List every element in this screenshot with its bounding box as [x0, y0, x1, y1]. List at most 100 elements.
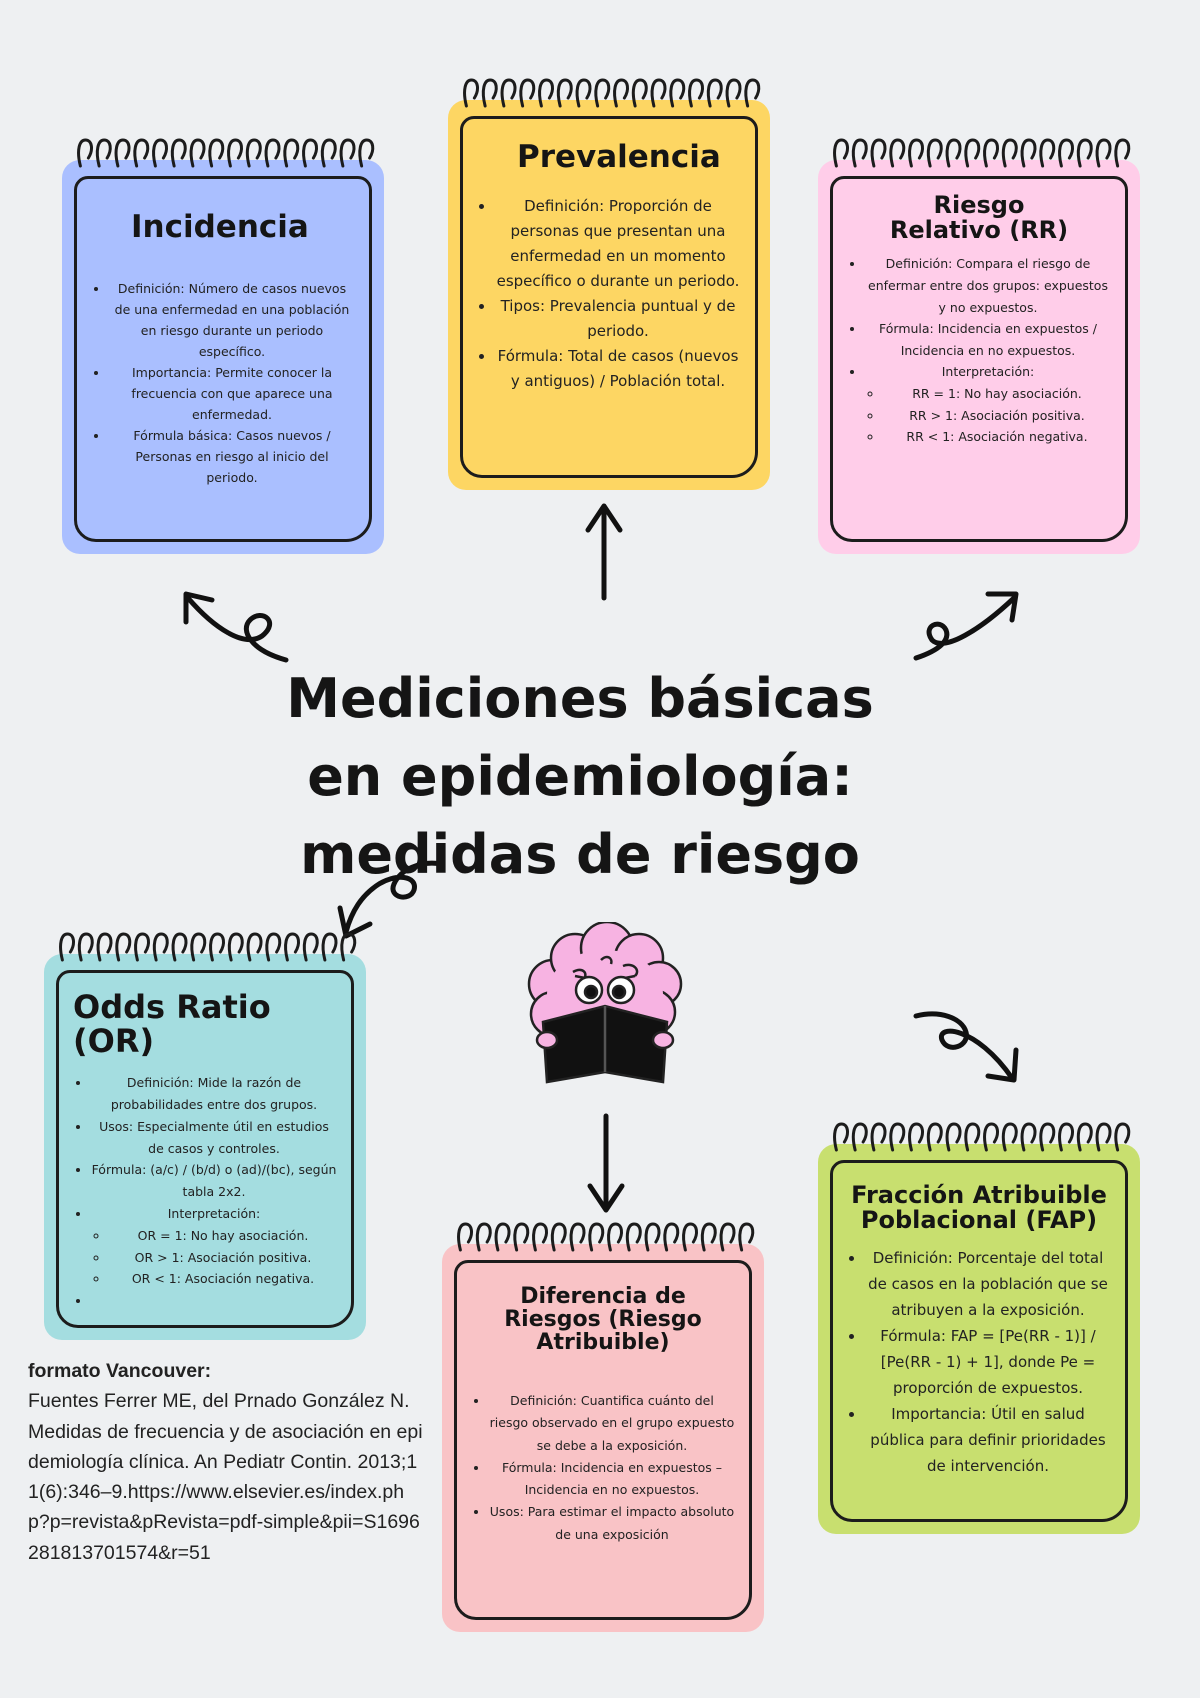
spiral-loop — [1095, 1122, 1112, 1152]
spiral-loop — [650, 78, 667, 108]
spiral-loop — [588, 1222, 605, 1252]
spiral-loop — [1095, 138, 1112, 168]
spiral-loop — [340, 932, 357, 962]
card-list: Definición: Porcentaje del total de caso… — [847, 1245, 1111, 1479]
card-title: Diferencia de Riesgos (Riesgo Atribuible… — [504, 1284, 702, 1356]
spiral-loop — [115, 932, 132, 962]
spiral-loop — [265, 932, 282, 962]
list-item: Definición: Proporción de personas que p… — [495, 194, 741, 294]
list-item: Definición: Número de casos nuevos de un… — [109, 278, 355, 362]
spiral-loop — [152, 138, 168, 168]
sub-list: OR = 1: No hay asociación. OR > 1: Asoci… — [91, 1225, 337, 1290]
spiral-loop — [1058, 1122, 1074, 1152]
spiral-loop — [114, 138, 131, 168]
spiral-loop — [1058, 138, 1074, 168]
card-prevalencia: Prevalencia Definición: Proporción de pe… — [448, 78, 770, 490]
spiral-loop — [644, 1222, 661, 1252]
spiral-loop — [95, 138, 112, 168]
card-fap: Fracción Atribuible Poblacional (FAP) De… — [818, 1122, 1140, 1534]
spiral-loop — [77, 138, 93, 168]
spiral-loop — [851, 1122, 868, 1152]
list-item: Definición: Mide la razón de probabilida… — [91, 1072, 337, 1116]
list-item-text: Interpretación: — [941, 364, 1035, 380]
spiral-loop — [358, 138, 375, 168]
spiral-loop — [738, 1222, 755, 1252]
sub-list-item: OR = 1: No hay asociación. — [109, 1225, 337, 1247]
spiral-loop — [463, 78, 479, 108]
spiral-loop — [481, 78, 498, 108]
spiral-loop — [284, 932, 300, 962]
spiral-loop — [152, 932, 169, 962]
spiral-loop — [133, 138, 150, 168]
spiral-loop — [926, 1122, 943, 1152]
list-item: Fórmula: Incidencia en expuestos / Incid… — [865, 318, 1111, 361]
card-odds-ratio: Odds Ratio (OR) Definición: Mide la razó… — [44, 932, 366, 1340]
spiral-loop — [613, 78, 629, 108]
reference-text: Fuentes Ferrer ME, del Prnado González N… — [28, 1390, 423, 1564]
spiral-loop — [283, 138, 300, 168]
spiral-binding-icon — [463, 78, 761, 108]
list-item: Interpretación: RR = 1: No hay asociació… — [865, 361, 1111, 447]
spiral-loop — [209, 932, 225, 962]
list-item: Definición: Cuantifica cuánto del riesgo… — [489, 1390, 735, 1457]
spiral-loop — [320, 138, 337, 168]
spiral-loop — [321, 932, 338, 962]
empty-list-item: ​ — [91, 1290, 337, 1312]
spiral-loop — [77, 932, 94, 962]
spiral-loop — [538, 78, 554, 108]
sub-list: RR = 1: No hay asociación. RR > 1: Asoci… — [865, 383, 1111, 448]
list-item: Tipos: Prevalencia puntual y de periodo. — [495, 294, 741, 344]
arrow-incidencia — [183, 591, 289, 663]
sub-list-item: RR > 1: Asociación positiva. — [883, 405, 1111, 427]
spiral-loop — [833, 1122, 849, 1152]
spiral-binding-icon — [77, 138, 375, 168]
spiral-loop — [983, 1122, 999, 1152]
spiral-loop — [945, 138, 962, 168]
list-item: Fórmula básica: Casos nuevos / Personas … — [109, 425, 355, 488]
card-incidencia: Incidencia Definición: Número de casos n… — [62, 138, 384, 554]
card-list: Definición: Compara el riesgo de enferma… — [847, 253, 1111, 447]
list-item-text: Interpretación: — [167, 1205, 261, 1221]
spiral-loop — [457, 1222, 473, 1252]
card-title: Prevalencia — [517, 139, 721, 175]
spiral-loop — [1076, 1122, 1093, 1152]
spiral-loop — [669, 78, 686, 108]
spiral-loop — [208, 138, 225, 168]
spiral-loop — [1076, 138, 1093, 168]
list-item: Fórmula: Total de casos (nuevos y antigu… — [495, 344, 741, 394]
spiral-loop — [631, 78, 648, 108]
spiral-loop — [170, 138, 187, 168]
spiral-loop — [245, 138, 262, 168]
card-riesgo-relativo: Riesgo Relativo (RR) Definición: Compara… — [818, 138, 1140, 554]
spiral-loop — [302, 932, 319, 962]
spiral-loop — [1001, 1122, 1018, 1152]
arrow-up-prevalencia — [585, 503, 623, 601]
list-item: Fórmula: FAP = [Pe(RR - 1)] / [Pe(RR - 1… — [865, 1323, 1111, 1401]
list-item: Importancia: Útil en salud pública para … — [865, 1401, 1111, 1479]
list-item: Definición: Porcentaje del total de caso… — [865, 1245, 1111, 1323]
spiral-loop — [339, 138, 356, 168]
spiral-loop — [227, 138, 243, 168]
list-item: Fórmula: (a/c) / (b/d) o (ad)/(bc), segú… — [91, 1159, 337, 1203]
spiral-loop — [189, 138, 206, 168]
spiral-loop — [964, 1122, 981, 1152]
reference-label: formato Vancouver: — [28, 1360, 212, 1382]
sub-list-item: RR = 1: No hay asociación. — [883, 383, 1111, 405]
spiral-loop — [1114, 1122, 1131, 1152]
arrow-fap — [913, 1011, 1019, 1083]
spiral-loop — [264, 138, 281, 168]
page-title: Mediciones básicas en epidemiología: med… — [286, 667, 874, 886]
spiral-loop — [519, 78, 536, 108]
spiral-loop — [889, 1122, 906, 1152]
spiral-loop — [569, 1222, 586, 1252]
spiral-loop — [475, 1222, 492, 1252]
spiral-loop — [302, 138, 318, 168]
spiral-loop — [59, 932, 75, 962]
card-title: Incidencia — [131, 209, 309, 245]
spiral-loop — [926, 138, 943, 168]
spiral-loop — [719, 1222, 736, 1252]
arrow-down-diferencia — [587, 1113, 625, 1213]
card-list: Definición: Proporción de personas que p… — [477, 194, 741, 394]
spiral-loop — [134, 932, 150, 962]
sub-list-item: OR < 1: Asociación negativa. — [109, 1268, 337, 1290]
